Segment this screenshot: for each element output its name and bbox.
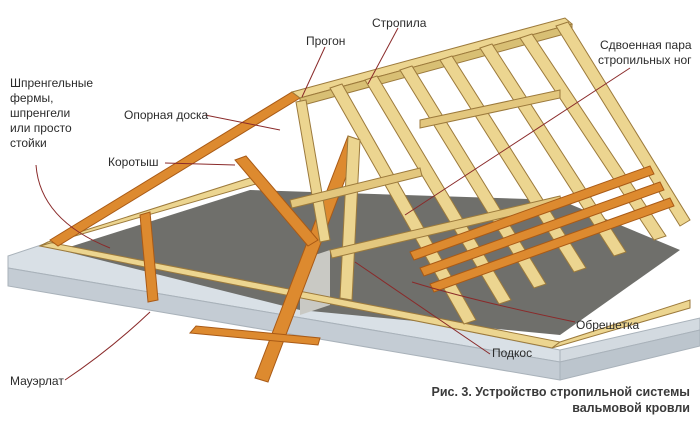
label-mauerlat: Мауэрлат [10,374,64,388]
label-line: стропильных ног [598,53,692,67]
caption-line: Рис. 3. Устройство стропильной системы [431,385,690,399]
figure-caption: Рис. 3. Устройство стропильной системы в… [431,384,690,416]
label-line: стойки [10,136,47,150]
label-opornaya-doska: Опорная доска [124,108,209,122]
battens [409,165,675,293]
label-line: фермы, [10,91,54,105]
caption-line: вальмовой кровли [572,401,690,415]
label-line: или просто [10,121,72,135]
label-shprengel-trusses: Шпренгельные фермы, шпренгели или просто… [10,76,93,151]
label-line: Сдвоенная пара [600,38,692,52]
label-progon: Прогон [306,34,346,48]
purlin-and-posts [289,89,563,259]
label-stropila: Стропила [372,16,427,30]
label-obreshetka: Обрешетка [576,318,640,332]
leader-lines [35,27,631,381]
label-double-rafter-pair: Сдвоенная пара стропильных ног [598,38,692,68]
label-podkos: Подкос [492,346,533,360]
label-korotysh: Коротыш [108,155,159,169]
label-line: Шпренгельные [10,76,94,90]
interior-shadow [60,190,680,335]
label-line: шпренгели [10,106,71,120]
